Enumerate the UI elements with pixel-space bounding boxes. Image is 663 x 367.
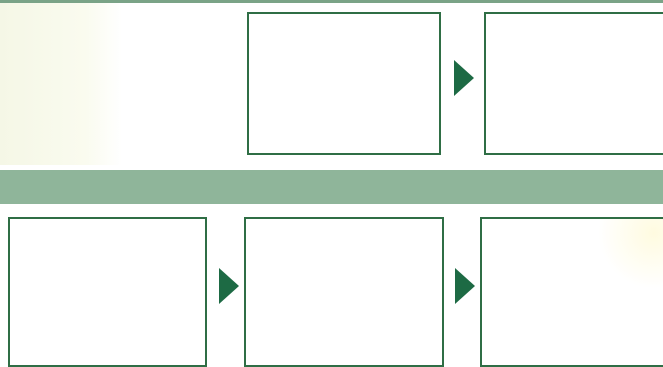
step-cover-attach bbox=[8, 217, 207, 367]
step-bracket-release bbox=[484, 12, 663, 155]
step-bracket-rotate bbox=[247, 12, 441, 155]
step-arrow-icon bbox=[219, 268, 239, 304]
section-band bbox=[0, 170, 663, 204]
note-area bbox=[0, 3, 122, 165]
step-arrow-icon bbox=[455, 268, 475, 304]
step-cover-closed bbox=[480, 217, 663, 367]
step-cover-press bbox=[244, 217, 444, 367]
step-arrow-icon bbox=[454, 60, 474, 96]
warm-glow bbox=[598, 219, 663, 289]
